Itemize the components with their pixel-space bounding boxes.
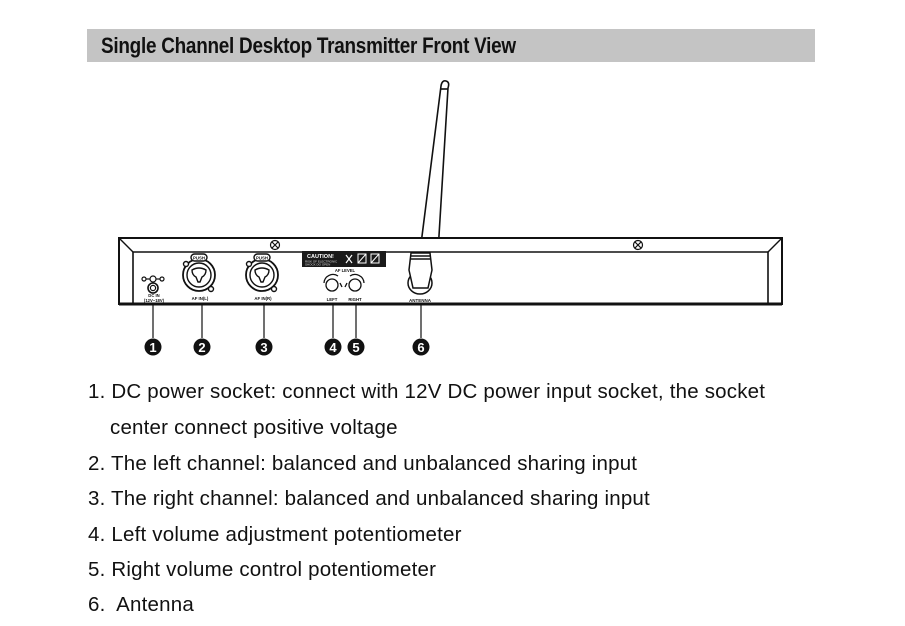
list-item-continuation: center connect positive voltage: [110, 416, 398, 439]
push-label-left: PUSH: [193, 256, 205, 261]
section-header: Single Channel Desktop Transmitter Front…: [87, 29, 815, 62]
item-number: 3.: [88, 487, 106, 510]
list-item: 6. Antenna: [88, 592, 194, 618]
list-item: 1. DC power socket: connect with 12V DC …: [88, 379, 765, 405]
callout-number: 3: [260, 340, 267, 355]
section-title: Single Channel Desktop Transmitter Front…: [101, 33, 516, 58]
callout-number: 2: [198, 340, 205, 355]
right-knob-label: RIGHT: [348, 297, 362, 302]
item-text: Right volume control potentiometer: [111, 558, 437, 581]
caution-label: CAUTION! RISK OF ELECTRONIC SHOCK DO OPE…: [302, 251, 386, 267]
no-open-icon: [357, 253, 367, 264]
callout-number: 1: [149, 340, 156, 355]
left-volume-knob: [323, 273, 343, 292]
item-text: DC power socket: connect with 12V DC pow…: [111, 380, 766, 403]
item-text: Left volume adjustment potentiometer: [111, 523, 462, 546]
item-number: 2.: [88, 452, 106, 475]
push-label-right: PUSH: [256, 256, 268, 261]
list-item: 3. The right channel: balanced and unbal…: [88, 486, 650, 512]
antenna: [419, 80, 450, 253]
item-text: The right channel: balanced and unbalanc…: [111, 487, 650, 510]
no-liquid-icon: [370, 253, 380, 264]
antenna-connector: [407, 252, 433, 295]
list-item: 2. The left channel: balanced and unbala…: [88, 451, 637, 477]
list-item: 5. Right volume control potentiometer: [88, 557, 436, 583]
xlr-combo-jack-left: [182, 253, 216, 293]
item-number: 4.: [88, 523, 106, 546]
antenna-label: ANTENNA: [409, 298, 432, 303]
panel-body: [118, 237, 783, 306]
callout-3: 3: [255, 338, 273, 356]
dc-power-socket: [141, 275, 165, 294]
tools-icon: [345, 254, 353, 264]
left-knob-label: LEFT: [327, 297, 338, 302]
dc-voltage-label: (12V~18V): [144, 298, 165, 303]
callout-2: 2: [193, 338, 211, 356]
screw-icon: [269, 239, 281, 251]
right-volume-knob: [344, 273, 365, 292]
callout-number: 4: [329, 340, 337, 355]
screw-icon: [632, 239, 644, 251]
callout-5: 5: [347, 338, 365, 356]
callout-1: 1: [144, 338, 162, 356]
item-number: 6.: [88, 593, 106, 616]
caution-title: CAUTION!: [307, 254, 334, 260]
item-text: The left channel: balanced and unbalance…: [111, 452, 638, 475]
item-number: 1.: [88, 380, 106, 403]
caution-line-1: RISK OF ELECTRONIC: [305, 260, 338, 264]
front-panel-diagram: ANTENNA DC IN (12V~18V) PUSH AF IN(L) PU…: [118, 80, 783, 356]
af-level-label: AF LEVEL: [335, 268, 356, 273]
callout-6: 6: [412, 338, 430, 356]
af-in-left-label: AF IN(L): [192, 296, 209, 301]
callout-number: 6: [417, 340, 424, 355]
caution-line-2: SHOCK DO OPEN: [305, 263, 330, 267]
xlr-combo-jack-right: [245, 253, 279, 293]
dc-label: DC IN: [148, 293, 159, 298]
callout-leaders: [152, 304, 422, 338]
item-text: Antenna: [111, 593, 194, 616]
af-in-right-label: AF IN(R): [254, 296, 272, 301]
callout-number: 5: [352, 340, 359, 355]
list-item: 4. Left volume adjustment potentiometer: [88, 522, 462, 548]
callout-4: 4: [324, 338, 342, 356]
item-number: 5.: [88, 558, 106, 581]
